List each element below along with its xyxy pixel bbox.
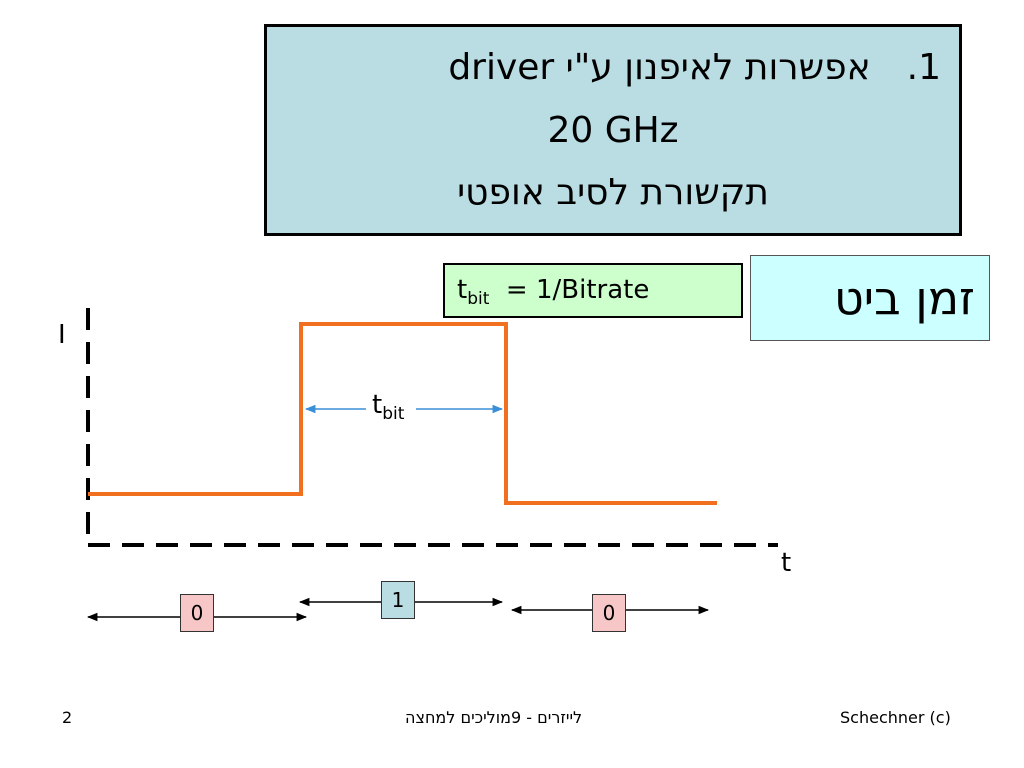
bit-box-1: 1 xyxy=(381,581,415,619)
footer-copyright: Schechner (c) xyxy=(840,708,951,727)
title-line-1: 1. אפשרות לאיפנון ע"י driver xyxy=(267,46,959,90)
tbit-label: tbit xyxy=(372,390,404,424)
title-box: 1. אפשרות לאיפנון ע"י driver 20 GHz תקשור… xyxy=(264,24,962,236)
title-line-2: 20 GHz xyxy=(547,110,679,151)
tbit-main: t xyxy=(372,390,383,420)
title-text-1: אפשרות לאיפנון ע"י driver xyxy=(448,47,871,88)
formula-t: t xyxy=(457,275,468,305)
tbit-sub: bit xyxy=(382,404,405,425)
formula-subscript: bit xyxy=(467,289,490,310)
title-line-3: תקשורת לסיב אופטי xyxy=(457,172,769,213)
x-axis-label: t xyxy=(781,548,792,578)
current-pulse xyxy=(88,322,717,505)
bit-time-box: זמן ביט xyxy=(750,255,990,341)
title-number: 1. xyxy=(906,47,941,88)
formula-box: tbit = 1/Bitrate xyxy=(443,263,743,318)
bit-box-0-first: 0 xyxy=(180,594,214,632)
bit-box-0-second: 0 xyxy=(592,594,626,632)
footer-course-title: לייזרים - 9מוליכים למחצה xyxy=(405,708,583,727)
formula-rest: = 1/Bitrate xyxy=(505,275,650,305)
footer-page-number: 2 xyxy=(62,708,73,727)
y-axis-label: I xyxy=(58,320,66,350)
